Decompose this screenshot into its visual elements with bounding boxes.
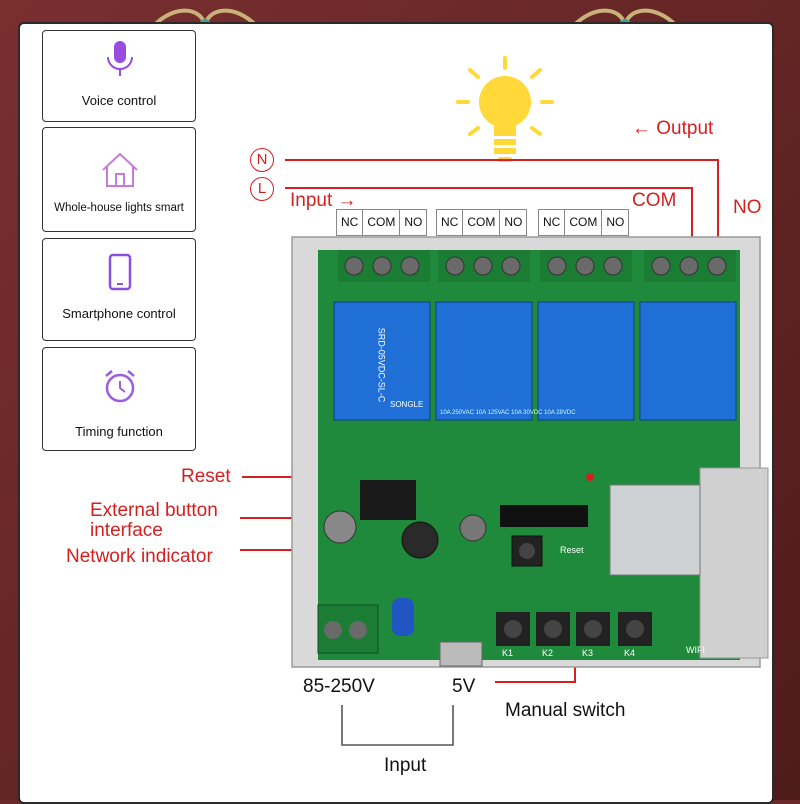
microphone-icon [107,41,133,76]
output-label: ← Output [632,118,714,139]
ac-voltage-label: 85-250V [303,676,375,697]
reset-silk: Reset [560,545,584,555]
terminal-com: COM [363,210,401,235]
input-label: Input → [290,190,357,211]
button-silk-k1: K1 [502,648,514,658]
button-silk-k2: K2 [542,648,554,658]
reset-button [511,535,543,567]
button-silk-k4: K4 [624,648,636,658]
manual-switch-label: Manual switch [505,700,626,721]
wifi-silk: WIFI [686,645,705,655]
terminal-no: NO [504,215,523,229]
feature-label: Timing function [75,424,163,439]
alarm-clock-icon [105,370,135,403]
manual-buttons [496,612,652,646]
blue-capacitor [392,598,414,636]
power-input-label: Input [384,755,427,776]
button-silk-k3: K3 [582,648,594,658]
relay-modules [333,301,737,421]
feature-label: Smartphone control [62,306,176,321]
neutral-marker: N [250,148,274,172]
terminal-com: COM [565,210,603,235]
no-label: NO [733,197,762,218]
com-label: COM [632,190,677,211]
live-marker: L [250,177,274,201]
feature-card-house: Whole-house lights smart [42,127,196,232]
light-bulb-icon [456,56,554,162]
inductor [401,521,439,559]
relay-ratings-text: 10A 250VAC 10A 125VAC 10A 30VDC 10A 28VD… [440,410,576,416]
terminal-label-relay-3: NC COM NO [538,209,630,236]
smartphone-icon [108,253,132,291]
relay-model-text: SRD-05VDC-SL-C [376,327,387,403]
header-pins [500,505,588,527]
terminal-com: COM [463,210,501,235]
terminal-no: NO [606,215,625,229]
network-indicator-annotation: Network indicator [66,546,213,567]
reset-annotation: Reset [181,466,231,487]
external-button-line2: interface [90,520,163,541]
feature-card-timing: Timing function [42,347,196,451]
input-bracket [341,705,454,746]
feature-card-voice: Voice control [42,30,196,122]
external-button-line1: External button [90,500,218,521]
terminal-label-relay-2: NC COM NO [436,209,528,236]
feature-label: Whole-house lights smart [54,202,184,214]
dc-voltage-label: 5V [452,676,476,697]
terminal-nc: NC [437,210,464,235]
feature-label: Voice control [81,93,157,108]
terminal-label-relay-1: NC COM NO [336,209,428,236]
terminal-nc: NC [539,210,566,235]
capacitor [323,510,357,544]
reset-indicator [586,473,594,481]
house-icon [102,152,138,187]
terminal-no: NO [404,215,423,229]
relay-brand-text: SONGLE [390,400,424,409]
relay-board [291,236,769,668]
terminal-nc: NC [337,210,364,235]
wifi-module [609,484,701,576]
usb-port [439,641,483,667]
feature-card-smartphone: Smartphone control [42,238,196,341]
rf-module [360,480,416,520]
relay-labels: SRD-05VDC-SL-C SONGLE 10A 250VAC 10A 125… [350,310,710,420]
external-button-annotation: External button interface [90,501,218,541]
